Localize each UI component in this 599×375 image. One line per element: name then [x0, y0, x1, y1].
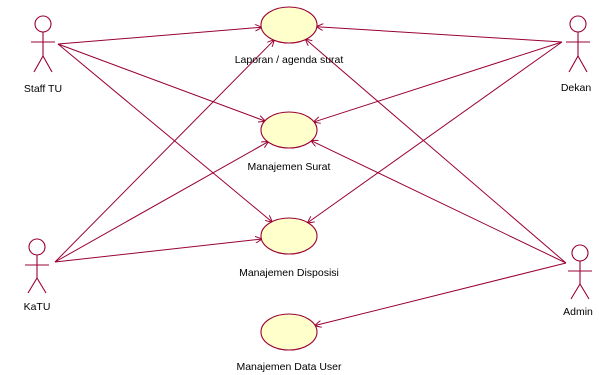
- actor-katu[interactable]: KaTU: [24, 238, 51, 313]
- association-katu-to-disposisi: [54, 239, 261, 263]
- association-dekan-to-surat: [314, 41, 563, 122]
- association-staff-tu-to-surat: [57, 43, 265, 121]
- actor-dekan-label: Dekan: [561, 82, 592, 94]
- usecase-manajemen-surat-label: Manajemen Surat: [248, 161, 331, 173]
- stick-figure-icon: [31, 15, 55, 73]
- actor-katu-label: KaTU: [24, 301, 51, 313]
- association-dekan-to-laporan: [317, 27, 563, 43]
- actor-admin[interactable]: Admin: [563, 244, 593, 318]
- association-katu-to-laporan: [54, 40, 274, 263]
- association-dekan-to-disposisi: [308, 41, 563, 223]
- usecase-manajemen-data-user-label: Manajemen Data User: [236, 361, 342, 373]
- associations: [54, 27, 567, 326]
- usecase-manajemen-data-user[interactable]: Manajemen Data User: [236, 313, 342, 373]
- actor-staff-tu[interactable]: Staff TU: [24, 15, 62, 95]
- usecase-laporan-label: Laporan / agenda surat: [235, 54, 344, 66]
- usecase-manajemen-disposisi-label: Manajemen Disposisi: [239, 267, 339, 279]
- stick-figure-icon: [566, 15, 590, 73]
- association-admin-to-laporan: [306, 39, 567, 264]
- actor-staff-tu-label: Staff TU: [24, 83, 62, 95]
- actor-admin-label: Admin: [563, 306, 593, 318]
- association-staff-tu-to-disposisi: [57, 43, 272, 222]
- usecase-manajemen-surat[interactable]: Manajemen Surat: [248, 111, 331, 173]
- stick-figure-icon: [568, 244, 592, 300]
- stick-figure-icon: [25, 238, 49, 294]
- usecase-manajemen-disposisi[interactable]: Manajemen Disposisi: [239, 217, 339, 279]
- association-staff-tu-to-laporan: [57, 27, 261, 45]
- association-katu-to-surat: [54, 142, 268, 263]
- usecase-laporan[interactable]: Laporan / agenda surat: [235, 6, 344, 66]
- association-admin-to-datauser: [315, 262, 567, 325]
- actor-dekan[interactable]: Dekan: [561, 15, 592, 94]
- association-admin-to-surat: [311, 141, 567, 264]
